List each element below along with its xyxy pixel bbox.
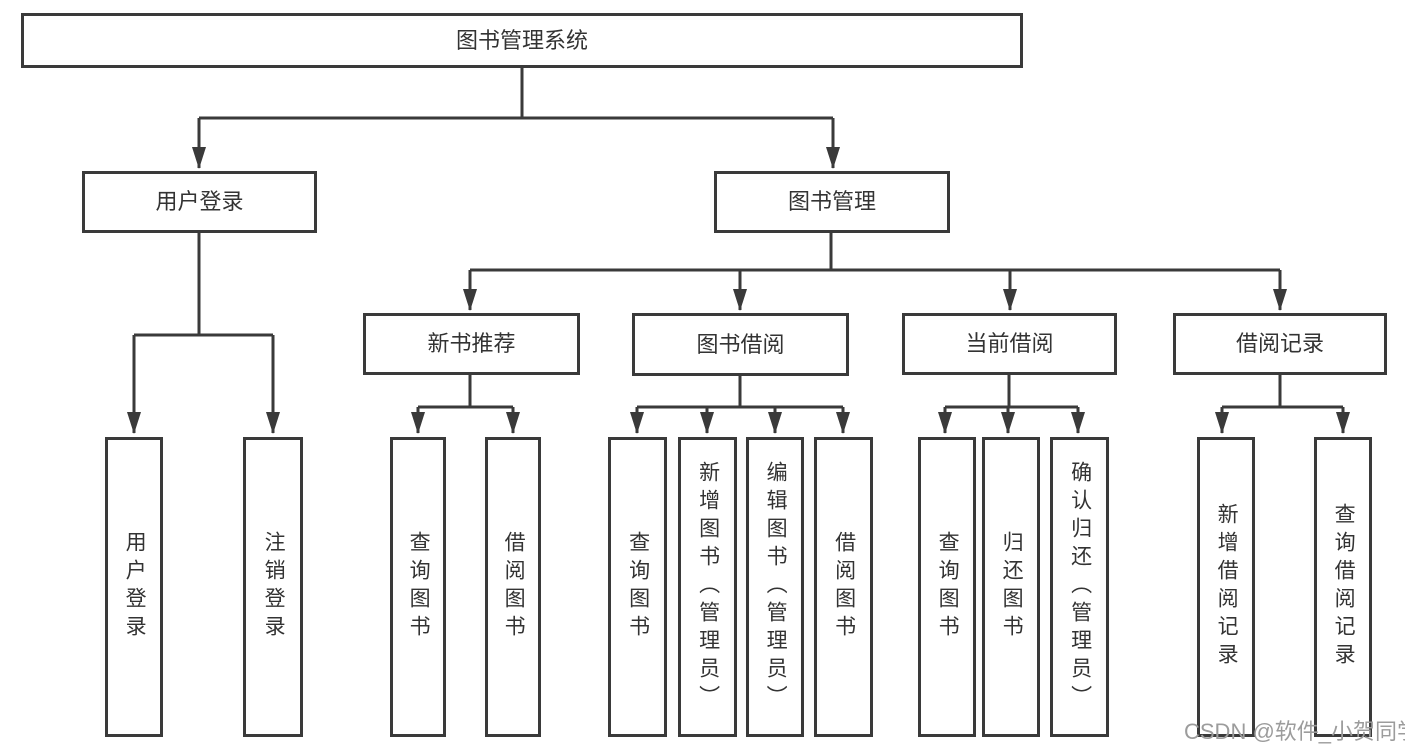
leaf-query-books-recommend: 查询图书 [390, 437, 446, 737]
node-user-login: 用户登录 [82, 171, 317, 233]
node-library-management-system: 图书管理系统 [21, 13, 1023, 68]
leaf-query-books-current: 查询图书 [918, 437, 976, 737]
node-current-borrowing: 当前借阅 [902, 313, 1117, 375]
leaf-return-books: 归还图书 [982, 437, 1040, 737]
csdn-watermark: CSDN @软件_小贺同学 [1184, 719, 1405, 744]
connector-trunks [134, 68, 1343, 409]
node-new-book-recommendation: 新书推荐 [363, 313, 580, 375]
leaf-add-borrow-record: 新增借阅记录 [1197, 437, 1255, 737]
leaf-confirm-return-admin: 确认归还（管理员） [1050, 437, 1109, 737]
node-borrowing-records: 借阅记录 [1173, 313, 1387, 375]
node-book-borrowing: 图书借阅 [632, 313, 849, 376]
leaf-query-borrow-record: 查询借阅记录 [1314, 437, 1372, 737]
node-book-management: 图书管理 [714, 171, 950, 233]
leaf-borrow-books: 借阅图书 [814, 437, 873, 737]
leaf-query-books-borrow: 查询图书 [608, 437, 667, 737]
leaf-add-books-admin: 新增图书（管理员） [678, 437, 737, 737]
leaf-borrow-books-recommend: 借阅图书 [485, 437, 541, 737]
leaf-logout: 注销登录 [243, 437, 303, 737]
leaf-edit-books-admin: 编辑图书（管理员） [746, 437, 804, 737]
leaf-user-login: 用户登录 [105, 437, 163, 737]
connector-arrows [127, 118, 1350, 434]
